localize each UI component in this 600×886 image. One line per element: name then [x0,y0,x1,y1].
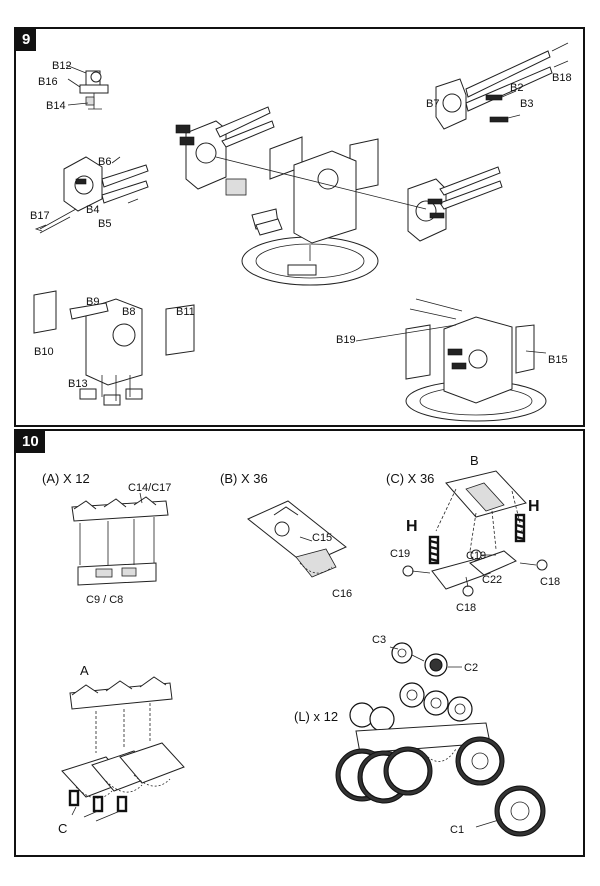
label-b16: B16 [38,76,58,88]
step-9-panel: 9 B12 B16 B14 B6 B17 B4 B5 [14,27,585,427]
label-c-final: C [58,821,67,836]
assembly-a-parts [71,492,169,586]
label-c19-left: C19 [390,548,410,560]
label-b19: B19 [336,334,356,346]
caption-l: (L) x 12 [294,709,338,724]
assembly-b-parts [247,500,347,578]
label-b3: B3 [520,98,533,110]
label-c1: C1 [450,824,464,836]
label-b8: B8 [122,306,135,318]
label-b10: B10 [34,346,54,358]
label-c14-c17: C14/C17 [128,482,171,494]
label-b4: B4 [86,204,99,216]
label-b17: B17 [30,210,50,222]
label-c22: C22 [482,574,502,586]
label-h-left: H [406,518,418,535]
label-b7: B7 [426,98,439,110]
label-b18: B18 [552,72,572,84]
label-c3: C3 [372,634,386,646]
label-c2: C2 [464,662,478,674]
label-c18-bottom: C18 [456,602,476,614]
label-b6: B6 [98,156,111,168]
label-c15: C15 [312,532,332,544]
step-number: 10 [16,431,45,453]
label-b5: B5 [98,218,111,230]
label-b14: B14 [46,100,66,112]
wheel-assembly-parts [335,642,546,837]
lower-right-assembly [355,298,547,422]
label-c9-c8: C9 / C8 [86,594,123,606]
label-b15: B15 [548,354,568,366]
label-b12: B12 [52,60,72,72]
label-h-right: H [528,498,540,515]
main-gun-assembly [175,106,503,286]
label-b-top: B [470,453,479,468]
label-c16: C16 [332,588,352,600]
label-b9: B9 [86,296,99,308]
label-b2: B2 [510,82,523,94]
label-b13: B13 [68,378,88,390]
left-gun-subassembly [34,156,149,234]
step-9-diagram: B12 B16 B14 B6 B17 B4 B5 B18 B7 B2 [30,42,572,422]
label-b11: B11 [176,306,195,318]
caption-b: (B) X 36 [220,471,268,486]
step-10-panel: 10 (A) X 12 C14/C17 C9 / C8 (B) X 36 C15… [14,429,585,857]
lower-left-assembly [33,290,195,406]
label-c18-right: C18 [540,576,560,588]
sight-subassembly [65,64,109,110]
assembly-c-parts [402,470,548,597]
right-gun-subassembly [435,42,569,130]
caption-c: (C) X 36 [386,471,434,486]
caption-a: (A) X 12 [42,471,90,486]
step-10-diagram: (A) X 12 C14/C17 C9 / C8 (B) X 36 C15 C1… [42,453,560,837]
final-assembly-parts [61,676,185,822]
step-number: 9 [16,29,37,51]
label-c19-right: C19 [466,550,486,562]
label-a-final: A [80,663,89,678]
